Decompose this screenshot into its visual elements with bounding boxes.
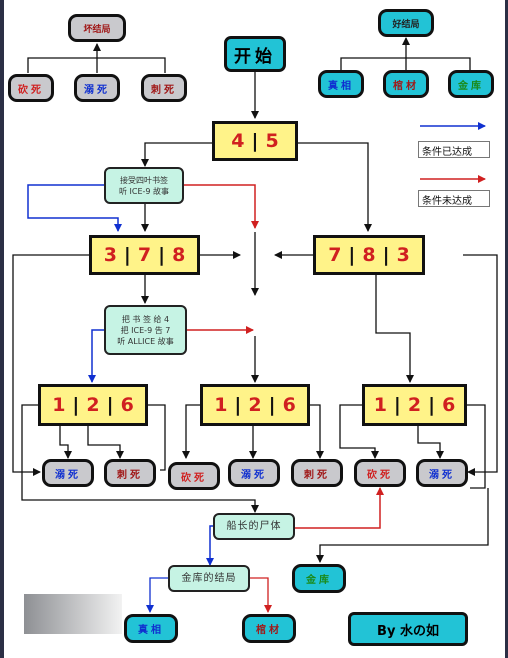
box-126-right: 1|2|6 [362,384,467,426]
vault-tree-left [146,577,170,613]
box-45-b: 5 [265,130,279,152]
arrow-783-right126 [375,275,414,383]
bad-ending-ni: 溺死 [74,74,120,102]
red-body-kan [295,487,384,529]
box-783-b: 8 [362,244,376,266]
bad-ending-ci: 刺死 [141,74,187,102]
arrow-45-right [297,142,372,232]
vault-tree-right [250,577,272,613]
l126-a [59,425,72,459]
legend-unmet: 条件未达成 [418,190,490,207]
box-783: 7|8|3 [313,235,425,275]
good-ending-coffin: 棺材 [383,70,429,98]
good-ending-truth: 真相 [318,70,364,98]
blue-c1-378 [27,184,122,232]
condition-2-line-1: 把 书 签 给 4 [121,314,170,324]
good-ending-vault: 金库 [448,70,494,98]
red-c1-center [184,184,259,229]
legend-met: 条件已达成 [418,141,490,158]
bad-ending-kan: 砍死 [8,74,54,102]
captain-body-node: 船长的尸体 [213,513,295,540]
gradient-block [24,594,122,634]
condition-2-line-3: 听 ALLICE 故事 [117,336,174,346]
signature: By 水の如 [348,612,468,646]
good-ending-group: 好结局 [378,9,434,37]
box-783-a: 7 [328,244,342,266]
final-coffin: 棺材 [242,614,296,643]
condition-1-line-2: 听 ICE-9 故事 [118,186,170,196]
r126-c [465,404,486,489]
box-126-left: 1|2|6 [38,384,148,426]
condition-2-line-2: 把 ICE-9 告 7 [120,325,171,335]
blue-body-vault [206,525,214,566]
ending-ci-2: 刺死 [291,459,343,487]
l126-d [21,404,259,513]
ending-ni-1: 溺死 [42,459,94,487]
l126-c [147,404,166,471]
box-783-c: 3 [396,244,410,266]
ending-ni-2: 溺死 [228,459,280,487]
ending-kan-2: 砍死 [354,459,406,487]
blue-c2-l126 [88,329,104,383]
ending-ci-1: 刺死 [104,459,156,487]
bad-ending-group: 坏结局 [68,14,126,42]
box-45-a: 4 [231,130,245,152]
ending-kan-1: 砍死 [168,462,220,490]
ending-ni-3: 溺死 [416,459,468,487]
box-126-right-c: 6 [442,394,456,416]
r126-a [339,404,379,459]
arrow-45-left [141,142,212,167]
to-vault-end [316,488,489,563]
final-vault: 金库 [292,564,346,593]
outer-left [12,254,89,476]
m126-c [308,404,324,459]
condition-2: 把 书 签 给 4 把 ICE-9 告 7 听 ALLICE 故事 [104,305,187,355]
vault-ending-node: 金库的结局 [168,565,250,592]
r126-b [417,425,444,459]
box-378: 3|7|8 [89,235,200,275]
box-126-mid: 1|2|6 [200,384,310,426]
box-126-left-c: 6 [120,394,134,416]
box-126-left-b: 2 [86,394,100,416]
box-126-mid-b: 2 [248,394,262,416]
box-126-mid-a: 1 [214,394,228,416]
box-126-right-a: 1 [373,394,387,416]
l126-b [87,425,124,459]
final-truth: 真相 [124,614,178,643]
m126-a [182,404,202,459]
start-node: 开始 [224,36,286,72]
outer-right [463,254,498,476]
box-378-b: 7 [137,244,152,266]
box-126-right-b: 2 [407,394,422,416]
box-126-left-a: 1 [52,394,66,416]
box-45: 4|5 [212,121,298,161]
condition-1-line-1: 接受四叶书签 [120,175,168,185]
box-378-c: 8 [172,244,186,266]
box-378-a: 3 [103,244,117,266]
condition-1: 接受四叶书签 听 ICE-9 故事 [104,167,184,204]
box-126-mid-c: 6 [282,394,296,416]
